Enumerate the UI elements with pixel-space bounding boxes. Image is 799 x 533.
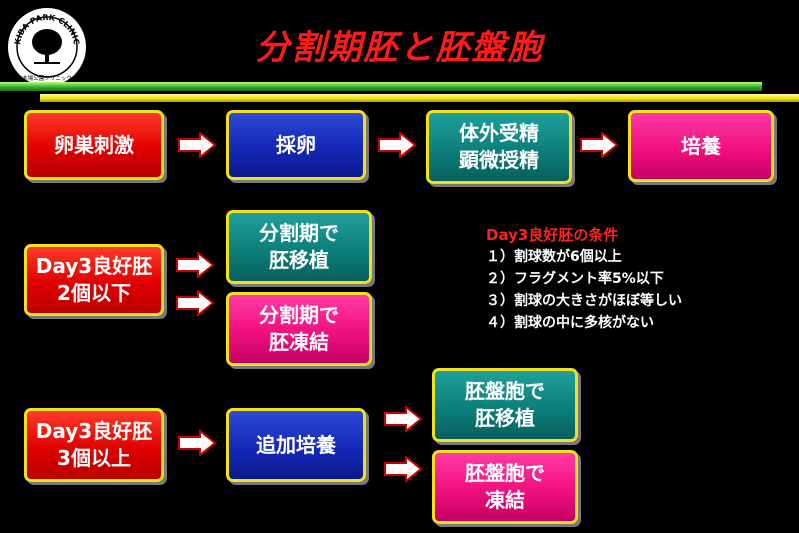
- blastocyst-freeze: 胚盤胞で 凍結: [432, 450, 578, 524]
- clinic-logo: KIBA PARK CLINIC 木場公園クリニック: [8, 8, 86, 86]
- cleavage-stage-freeze: 分割期で 胚凍結: [226, 292, 372, 366]
- arrow-right-icon: [178, 430, 216, 456]
- arrow-right-icon: [178, 132, 216, 158]
- step-ovarian-stimulation: 卵巣刺激: [24, 110, 164, 180]
- arrow-right-icon: [384, 456, 422, 482]
- arrow-right-icon: [580, 132, 618, 158]
- arrow-right-icon: [176, 290, 214, 316]
- cleavage-stage-transfer: 分割期で 胚移植: [226, 210, 372, 284]
- condition-item: ２）フラグメント率5%以下: [486, 271, 664, 287]
- blastocyst-transfer: 胚盤胞で 胚移植: [432, 368, 578, 442]
- additional-culture: 追加培養: [226, 408, 366, 482]
- arrow-right-icon: [378, 132, 416, 158]
- arrow-right-icon: [176, 252, 214, 278]
- tree-icon: [32, 29, 62, 64]
- step-egg-retrieval: 採卵: [226, 110, 366, 180]
- page-title: 分割期胚と胚盤胞: [255, 28, 544, 68]
- conditions-title: Day3良好胚の条件: [486, 226, 619, 244]
- day3-good-embryo-3-or-more: Day3良好胚 3個以上: [24, 408, 164, 482]
- day3-conditions: Day3良好胚の条件 １）割球数が6個以上 ２）フラグメント率5%以下 ３）割球…: [486, 224, 682, 334]
- green-divider: [0, 82, 762, 91]
- condition-item: ３）割球の大きさがほぼ等しい: [486, 293, 682, 309]
- step-fertilization: 体外受精 顕微授精: [426, 110, 572, 184]
- condition-item: １）割球数が6個以上: [486, 249, 622, 265]
- step-culture: 培養: [628, 110, 774, 182]
- yellow-divider: [40, 94, 799, 102]
- logo-subtext: 木場公園クリニック: [22, 74, 72, 82]
- day3-good-embryo-2-or-less: Day3良好胚 2個以下: [24, 244, 164, 316]
- condition-item: ４）割球の中に多核がない: [486, 315, 654, 331]
- arrow-right-icon: [384, 406, 422, 432]
